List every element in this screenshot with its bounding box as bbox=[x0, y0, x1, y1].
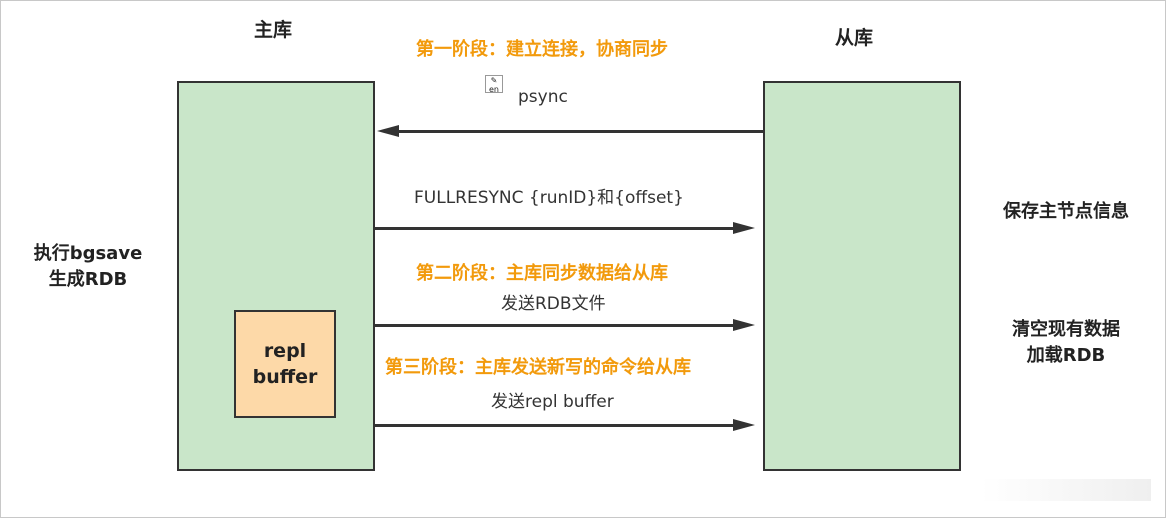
send-repl-arrow bbox=[375, 419, 755, 431]
stage-1-label: 第一阶段：建立连接，协商同步 bbox=[416, 39, 668, 60]
master-side-line2: 生成RDB bbox=[48, 269, 128, 290]
slave-clear-line1: 清空现有数据 bbox=[1012, 319, 1120, 340]
repl-buffer-line2: buffer bbox=[252, 366, 318, 388]
master-title: 主库 bbox=[254, 19, 293, 41]
fullresync-arrow bbox=[375, 222, 755, 234]
watermark-fade bbox=[981, 479, 1151, 501]
repl-buffer-box: repl buffer bbox=[234, 310, 336, 418]
send-rdb-label: 发送RDB文件 bbox=[501, 294, 606, 314]
psync-arrow bbox=[377, 125, 763, 137]
language-translate-icon[interactable]: ✎en bbox=[485, 75, 503, 94]
master-side-line1: 执行bgsave bbox=[33, 243, 143, 264]
slave-save-text: 保存主节点信息 bbox=[1003, 201, 1129, 222]
slave-clear-text: 清空现有数据 加载RDB bbox=[981, 317, 1151, 369]
psync-label: psync bbox=[518, 87, 568, 107]
send-rdb-arrow bbox=[375, 319, 755, 331]
fullresync-label: FULLRESYNC {runID}和{offset} bbox=[414, 188, 684, 208]
repl-buffer-line1: repl bbox=[263, 340, 307, 362]
stage-3-label: 第三阶段：主库发送新写的命令给从库 bbox=[385, 357, 691, 378]
master-side-text: 执行bgsave 生成RDB bbox=[23, 241, 153, 293]
slave-title: 从库 bbox=[835, 27, 874, 49]
slave-box bbox=[763, 81, 961, 471]
slave-clear-line2: 加载RDB bbox=[1026, 345, 1106, 366]
send-repl-label: 发送repl buffer bbox=[491, 392, 614, 412]
stage-2-label: 第二阶段：主库同步数据给从库 bbox=[416, 263, 668, 284]
